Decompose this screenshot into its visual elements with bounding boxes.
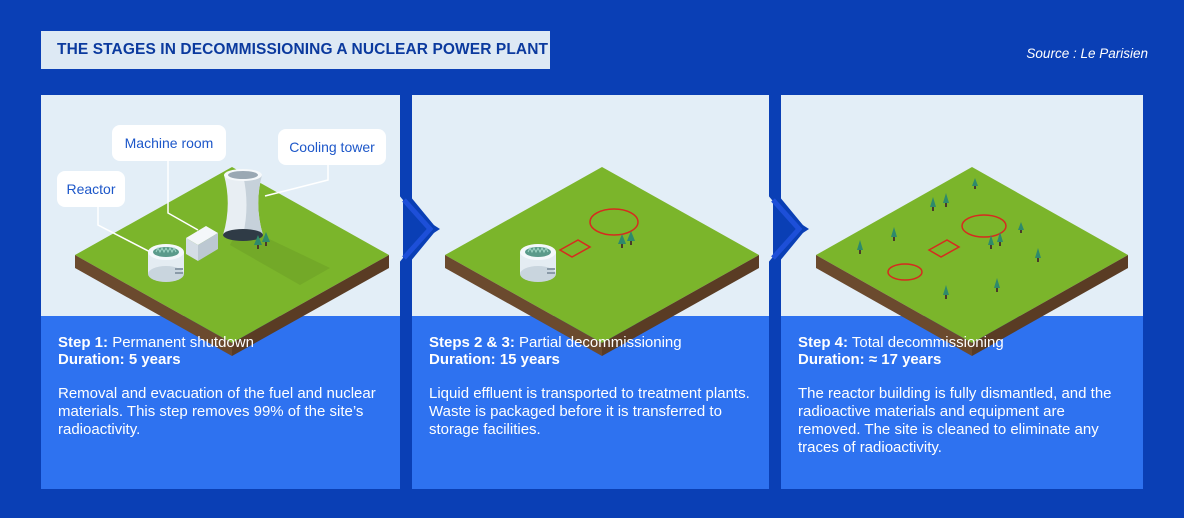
step-3-name: Total decommissioning bbox=[851, 334, 1004, 351]
machine-room-label: Machine room bbox=[124, 135, 214, 151]
removed-cooling-tower-marker bbox=[589, 208, 639, 236]
step-2-description: Liquid effluent is transported to treatm… bbox=[429, 385, 750, 438]
title-box: THE STAGES IN DECOMMISSIONING A NUCLEAR … bbox=[41, 31, 550, 69]
cooling-tower-callout: Cooling tower bbox=[278, 129, 386, 165]
reactor-building bbox=[148, 244, 184, 282]
step-2-name: Partial decommissioning bbox=[519, 334, 682, 351]
step-3-title: Step 4: Total decommissioning bbox=[798, 334, 1127, 351]
step-1-heading: Step 1: bbox=[58, 334, 109, 351]
cooling-tower-building bbox=[223, 169, 263, 241]
panel-1-card bbox=[41, 316, 403, 489]
chevron-separator-2-accent bbox=[771, 198, 803, 260]
step-2-title: Steps 2 & 3: Partial decommissioning bbox=[429, 334, 757, 351]
removed-machine-room-marker bbox=[558, 239, 592, 258]
remaining-reactor bbox=[520, 244, 556, 282]
ground-tile-2 bbox=[445, 167, 759, 356]
trees-panel-3 bbox=[857, 178, 1041, 299]
step-2-card: Steps 2 & 3: Partial decommissioning Dur… bbox=[412, 316, 773, 489]
trees-panel-2 bbox=[618, 231, 635, 248]
ground-tile-3 bbox=[816, 167, 1128, 356]
ground-tile-1 bbox=[75, 167, 389, 356]
step-3-heading: Step 4: bbox=[798, 334, 849, 351]
machine-room-leader-line bbox=[167, 160, 199, 231]
machine-room-callout: Machine room bbox=[112, 125, 226, 161]
step-3-description: The reactor building is fully dismantled… bbox=[798, 385, 1112, 456]
panel-3-card bbox=[781, 316, 1143, 489]
chevron-separator-1-accent bbox=[402, 198, 434, 260]
page-title: THE STAGES IN DECOMMISSIONING A NUCLEAR … bbox=[57, 41, 549, 58]
step-3-duration: Duration: ≈ 17 years bbox=[798, 351, 942, 368]
cooling-tower-label: Cooling tower bbox=[289, 139, 375, 155]
removed-cooling-tower-marker-3 bbox=[961, 214, 1007, 238]
reactor-label: Reactor bbox=[66, 181, 116, 197]
reactor-callout: Reactor bbox=[57, 171, 125, 207]
machine-room-building bbox=[186, 226, 218, 261]
removed-reactor-marker bbox=[887, 263, 923, 281]
step-2-heading: Steps 2 & 3: bbox=[429, 334, 515, 351]
step-1-title: Step 1: Permanent shutdown bbox=[58, 334, 387, 351]
reactor-leader-line bbox=[97, 206, 159, 257]
removed-machine-room-marker-3 bbox=[927, 239, 961, 258]
panel-2-card bbox=[412, 316, 773, 489]
step-1-duration: Duration: 5 years bbox=[58, 351, 181, 368]
step-1-card: Step 1: Permanent shutdown Duration: 5 y… bbox=[41, 316, 403, 489]
source-credit: Source : Le Parisien bbox=[1026, 46, 1148, 61]
trees-panel-1 bbox=[254, 232, 270, 249]
step-1-name: Permanent shutdown bbox=[112, 334, 254, 351]
step-3-card: Step 4: Total decommissioning Duration: … bbox=[781, 316, 1143, 489]
step-2-duration: Duration: 15 years bbox=[429, 351, 560, 368]
step-1-description: Removal and evacuation of the fuel and n… bbox=[58, 385, 376, 438]
cooling-tower-leader-line bbox=[264, 160, 329, 197]
